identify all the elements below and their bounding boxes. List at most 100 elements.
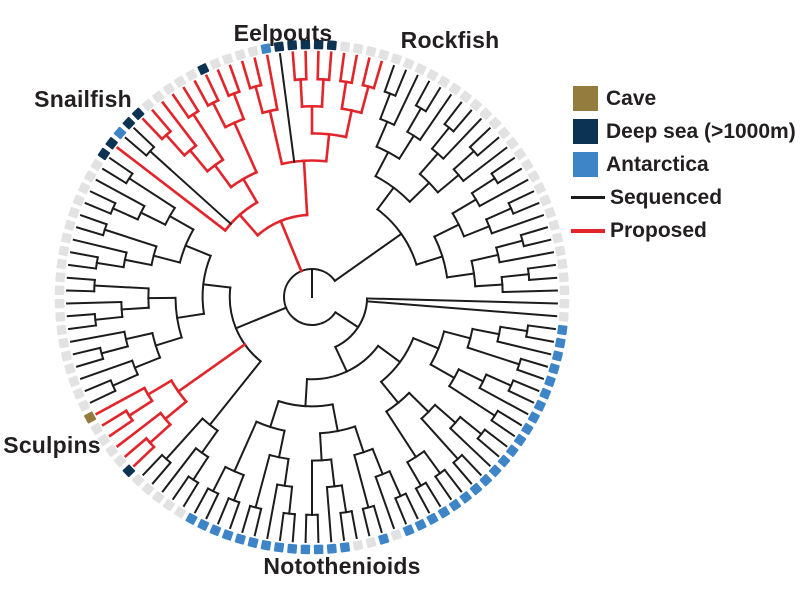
tip-marker <box>68 375 80 388</box>
tip-marker <box>131 107 145 121</box>
tip-marker <box>426 69 439 82</box>
tip-marker <box>552 350 563 362</box>
tip-marker <box>559 285 570 296</box>
tip-marker <box>185 512 198 525</box>
tip-marker <box>287 543 298 554</box>
tip-marker <box>469 482 483 496</box>
tip-marker <box>209 57 222 70</box>
legend-item-deep-sea: Deep sea (>1000m) <box>573 115 796 148</box>
tip-marker <box>260 43 272 55</box>
tip-marker <box>459 491 472 504</box>
tip-marker <box>273 542 285 553</box>
tip-marker <box>209 524 222 537</box>
tip-marker <box>55 311 66 322</box>
tip-marker <box>521 158 534 172</box>
tip-marker <box>437 75 451 88</box>
tip-marker <box>300 39 311 50</box>
tip-marker <box>97 433 111 447</box>
legend-label-cave: Cave <box>606 86 657 110</box>
tip-marker <box>90 422 103 436</box>
tip-marker <box>97 147 111 161</box>
tip-marker <box>513 433 527 447</box>
tip-marker <box>105 444 118 457</box>
sequenced-line-icon <box>571 196 605 199</box>
tip-marker <box>234 533 246 545</box>
tip-marker <box>533 182 546 195</box>
tip-marker <box>90 158 103 172</box>
tip-marker <box>437 506 451 519</box>
tip-marker <box>390 53 403 65</box>
tip-marker <box>557 324 568 336</box>
tip-marker <box>61 232 72 244</box>
deep-sea-swatch-icon <box>573 119 598 144</box>
clade-label-sculpins: Sculpins <box>3 432 101 458</box>
tip-marker <box>506 444 519 457</box>
tip-marker <box>162 82 176 96</box>
tip-marker <box>152 90 165 103</box>
tip-marker <box>497 454 511 468</box>
tip-marker <box>506 137 519 150</box>
cave-swatch-icon <box>573 86 598 111</box>
tip-marker <box>352 539 364 551</box>
tip-marker <box>173 75 187 88</box>
tip-marker <box>273 41 285 52</box>
clade-label-notothenioids: Notothenioids <box>263 553 421 579</box>
tip-marker <box>247 537 259 548</box>
tip-marker <box>260 539 272 551</box>
tip-marker <box>539 194 552 207</box>
tip-marker <box>557 258 568 270</box>
legend-label-antarctica: Antarctica <box>606 152 709 176</box>
tip-marker <box>533 399 546 412</box>
clade-label-snailfish: Snailfish <box>34 86 132 112</box>
clade-label-eelpouts: Eelpouts <box>233 20 333 46</box>
proposed-line-icon <box>571 228 605 233</box>
tip-marker <box>68 206 80 219</box>
tip-marker <box>497 126 511 140</box>
tip-marker <box>64 219 76 231</box>
tip-marker <box>78 399 91 412</box>
tip-marker <box>554 245 566 257</box>
tip-marker <box>72 387 85 400</box>
tip-marker <box>558 272 569 283</box>
tip-marker <box>61 350 72 362</box>
tip-marker <box>54 285 65 296</box>
tip-marker <box>122 464 136 478</box>
tip-marker <box>313 39 324 50</box>
tip-marker <box>221 529 234 541</box>
tip-marker <box>56 324 67 336</box>
tip-marker <box>122 116 136 130</box>
legend-item-antarctica: Antarctica <box>573 148 796 181</box>
tip-marker <box>339 542 351 553</box>
tip-marker <box>448 82 462 96</box>
tip-marker <box>469 98 483 112</box>
legend-label-proposed: Proposed <box>610 218 707 242</box>
legend-label-sequenced: Sequenced <box>610 185 723 209</box>
tip-marker <box>326 543 337 554</box>
tip-marker <box>339 41 351 52</box>
tip-marker <box>402 57 415 70</box>
tip-marker <box>55 272 66 283</box>
tip-marker <box>365 537 377 548</box>
tip-marker <box>488 116 502 130</box>
tip-marker <box>352 43 364 55</box>
tip-marker <box>459 90 472 103</box>
tip-marker <box>58 337 70 349</box>
tip-marker <box>488 464 502 478</box>
legend-item-cave: Cave <box>573 82 796 115</box>
tip-marker <box>84 170 97 183</box>
tip-marker <box>162 498 176 512</box>
tip-marker <box>479 107 493 121</box>
tip-marker <box>544 375 556 388</box>
tip-marker <box>552 232 563 244</box>
tip-marker <box>402 524 415 537</box>
tip-marker <box>185 69 198 82</box>
tip-marker <box>105 137 118 150</box>
tip-marker <box>64 363 76 375</box>
tip-marker <box>548 363 560 375</box>
tip-marker <box>558 311 569 322</box>
tip-marker <box>326 40 337 51</box>
tip-marker <box>479 473 493 487</box>
tip-marker <box>521 422 534 436</box>
